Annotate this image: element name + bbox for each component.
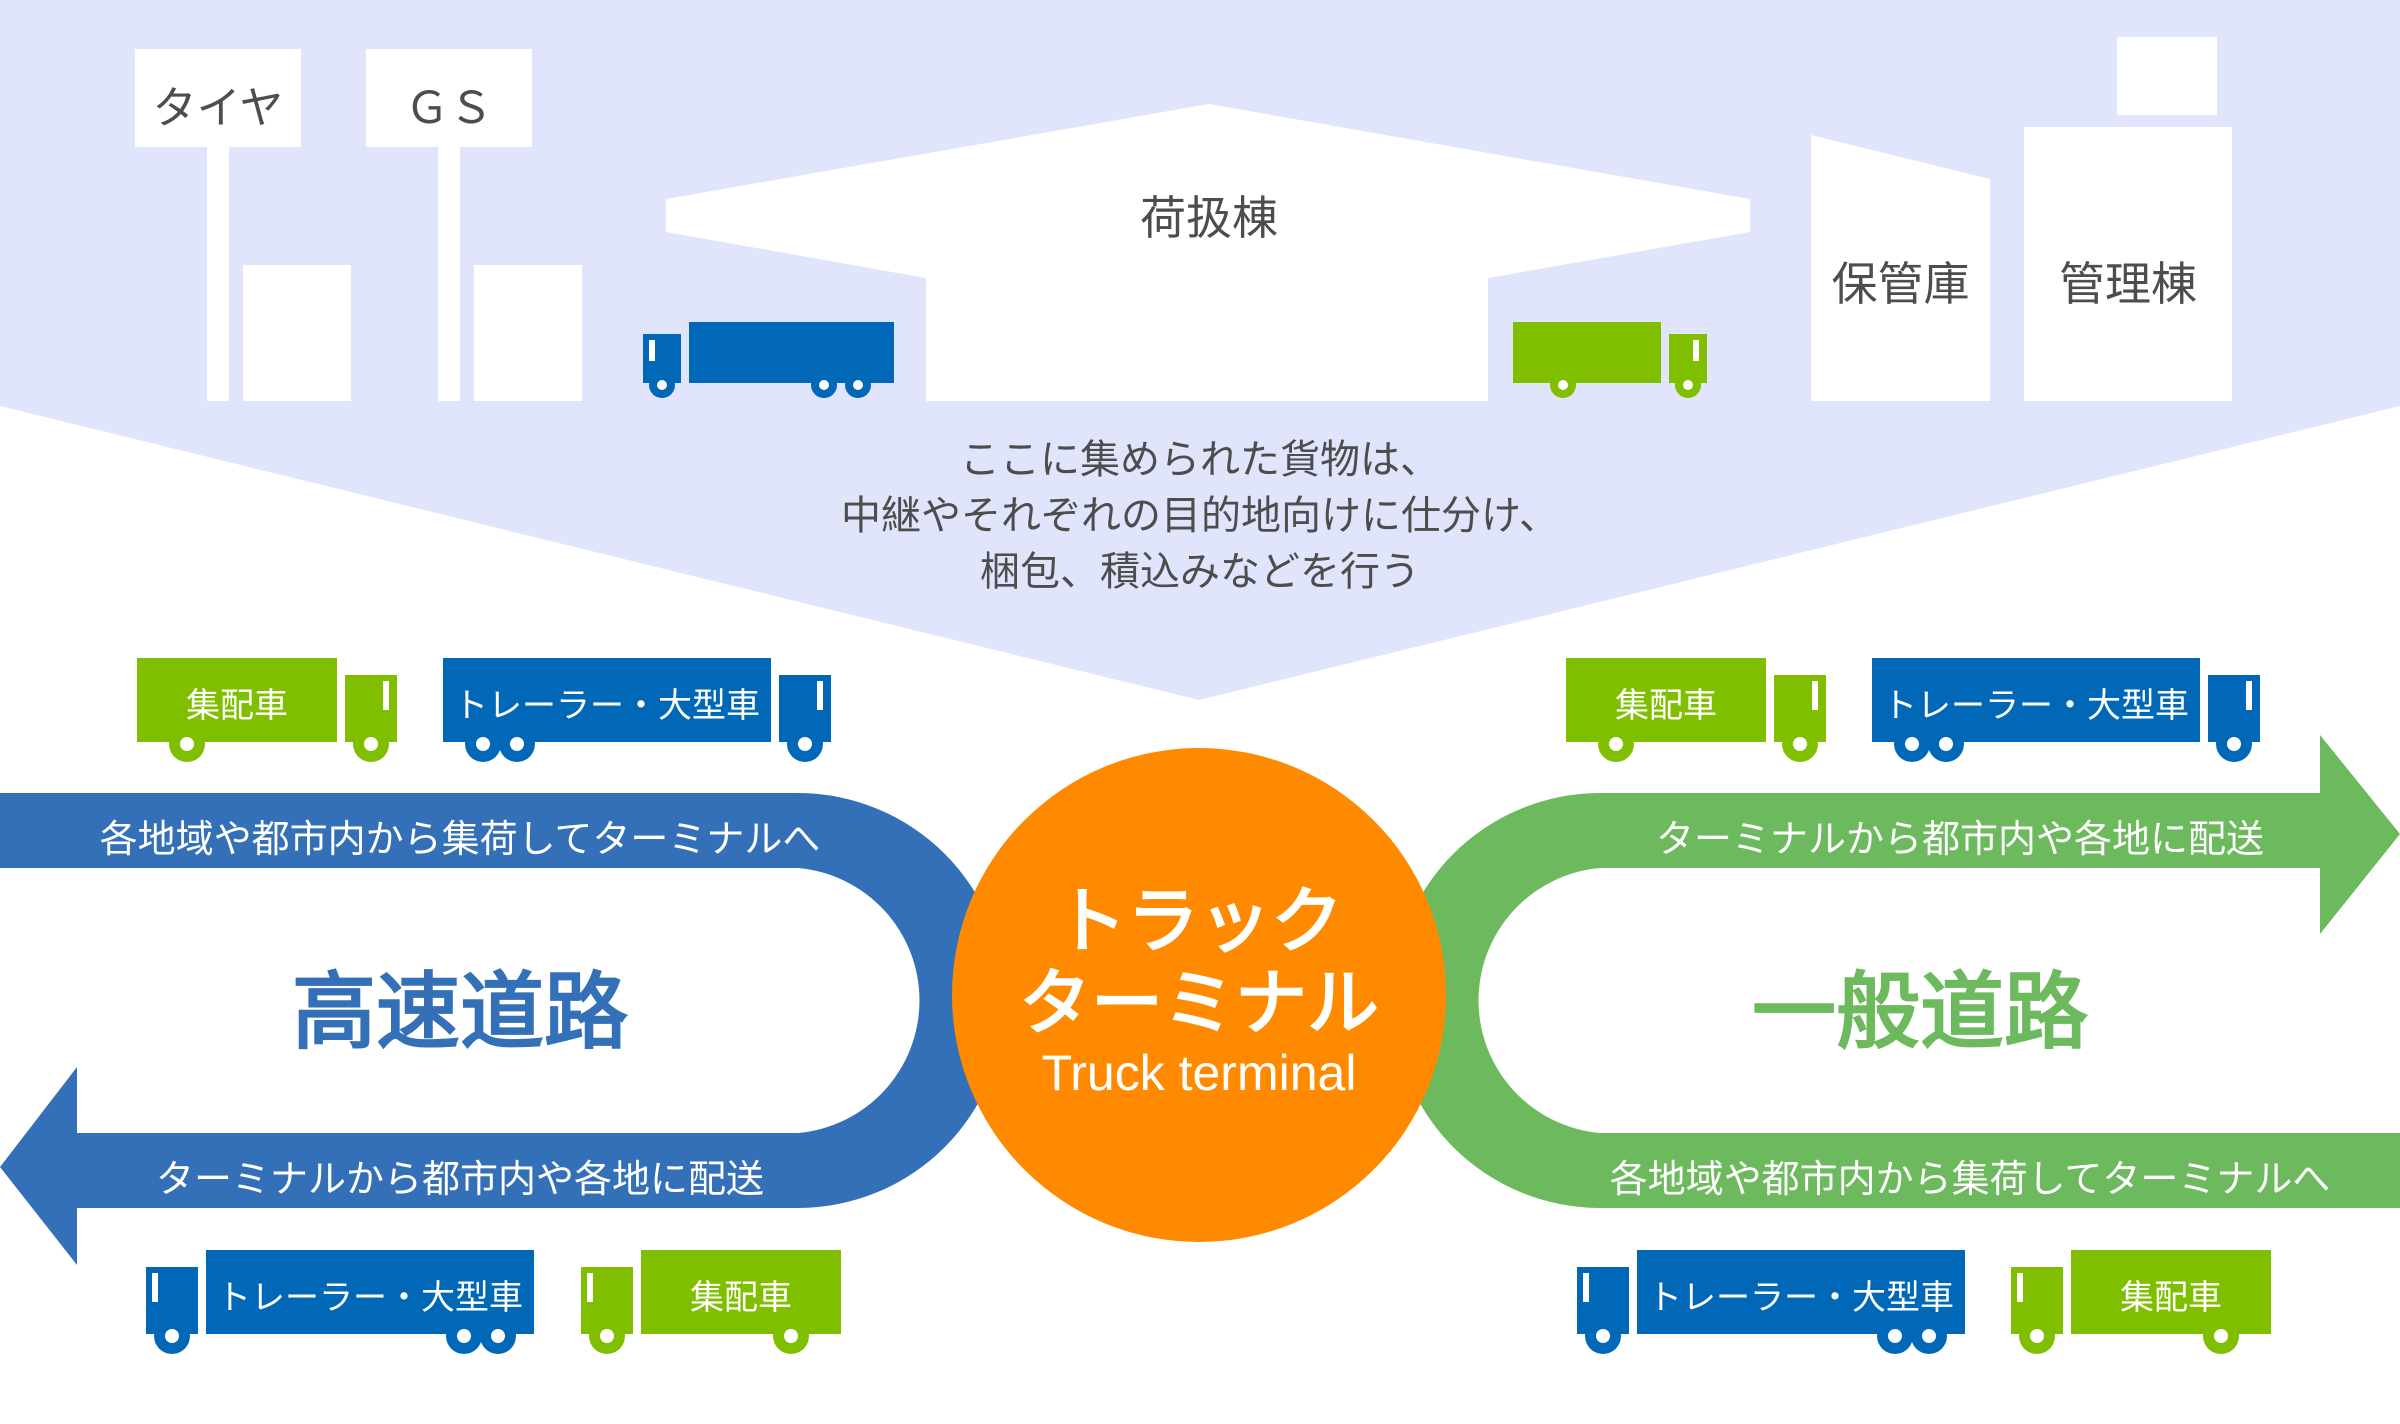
truck-wheel-hub: [180, 737, 194, 751]
legend-trailer-truck-bottom-right: [1577, 1250, 1965, 1354]
terminal-subtitle: Truck terminal: [1041, 1045, 1357, 1101]
truck-wheel-hub: [1905, 737, 1919, 751]
legend-collection-truck-bottom-right: [2011, 1250, 2271, 1354]
truck-wheel-hub: [1922, 1329, 1936, 1343]
truck-cargo: [641, 1250, 841, 1334]
truck-window: [1812, 681, 1818, 710]
truck-cargo: [1637, 1250, 1965, 1334]
description-line-2: 中継やそれぞれの目的地向けに仕分け、: [841, 493, 1559, 539]
truck-wheel-hub: [364, 737, 378, 751]
expressway-inbound-label: 各地域や都市内から集荷してターミナルへ: [99, 817, 821, 861]
description-line-1: ここに集められた貨物は、: [960, 437, 1440, 483]
legend-trailer-truck-top-left: [443, 658, 831, 762]
truck-wheel-hub: [457, 1329, 471, 1343]
truck-wheel-hub: [819, 380, 829, 390]
truck-wheel-hub: [1609, 737, 1623, 751]
truck-window: [587, 1273, 593, 1302]
legend-collection-truck-top-right: [1566, 658, 1826, 762]
legend-trailer-truck-top-right: [1872, 658, 2260, 762]
general-road-inbound-label: 各地域や都市内から集荷してターミナルへ: [1609, 1157, 2331, 1201]
truck-terminal-circle: [952, 748, 1446, 1242]
handling-building: [666, 104, 1750, 401]
legend-bottom-right-collection-label: 集配車: [2120, 1278, 2222, 1318]
truck-window: [817, 681, 823, 710]
terminal-title-line-1: トラック: [1054, 879, 1343, 963]
terminal-label: トラック ターミナル Truck terminal: [952, 880, 1446, 1102]
description-line-3: 梱包、積込みなどを行う: [980, 549, 1420, 595]
truck-window: [649, 340, 655, 361]
truck-wheel-hub: [784, 1329, 798, 1343]
expressway-title: 高速道路: [291, 963, 628, 1061]
management-building-label: 管理棟: [2059, 257, 2197, 311]
legend-top-left-trailer-label: トレーラー・大型車: [454, 686, 760, 726]
legend-collection-truck-top-left: [137, 658, 397, 762]
gs-sign-pole: [438, 147, 460, 401]
truck-cargo: [1872, 658, 2200, 742]
truck-cargo: [206, 1250, 534, 1334]
truck-wheel-hub: [798, 737, 812, 751]
truck-cargo: [1566, 658, 1766, 742]
truck-green-body: [1513, 322, 1707, 398]
truck-wheel-hub: [165, 1329, 179, 1343]
expressway-outbound-label: ターミナルから都市内や各地に配送: [155, 1157, 764, 1201]
general-road-arrow: [1392, 735, 2400, 1208]
legend-trailer-truck-bottom-left: [146, 1250, 534, 1354]
truck-wheel-hub: [2030, 1329, 2044, 1343]
gs-sign-board: [366, 49, 532, 147]
truck-window: [1583, 1273, 1589, 1302]
legend-collection-truck-bottom-left: [581, 1250, 841, 1354]
truck-window: [2017, 1273, 2023, 1302]
tire-sign-label: タイヤ: [152, 83, 284, 134]
general-road-title: 一般道路: [1751, 963, 2088, 1061]
legend-top-right-collection-label: 集配車: [1615, 686, 1717, 726]
truck-wheel-hub: [1888, 1329, 1902, 1343]
gs-sign-label: ＧＳ: [405, 83, 493, 134]
truck-wheel-hub: [1558, 380, 1568, 390]
truck-window: [2246, 681, 2252, 710]
handling-building-label: 荷扱棟: [1140, 191, 1278, 245]
terminal-title-line-2: ターミナル: [1018, 961, 1379, 1045]
legend-bottom-left-trailer-label: トレーラー・大型車: [217, 1278, 523, 1318]
truck-wheel-hub: [1683, 380, 1693, 390]
legend-top-left-collection-label: 集配車: [186, 686, 288, 726]
legend-bottom-right-trailer-label: トレーラー・大型車: [1648, 1278, 1954, 1318]
storage-label: 保管庫: [1831, 257, 1970, 311]
truck-icon-green-docked: [1513, 322, 1707, 398]
truck-wheel-hub: [657, 380, 667, 390]
truck-wheel-hub: [853, 380, 863, 390]
truck-cargo: [2071, 1250, 2271, 1334]
truck-wheel-hub: [491, 1329, 505, 1343]
truck-cargo: [1513, 322, 1661, 383]
legend-bottom-left-collection-label: 集配車: [690, 1278, 792, 1318]
truck-window: [383, 681, 389, 710]
management-building: [2024, 127, 2232, 401]
truck-wheel-hub: [1939, 737, 1953, 751]
truck-wheel-hub: [2227, 737, 2241, 751]
tire-sign-pole: [207, 147, 229, 401]
legend-top-right-trailer-label: トレーラー・大型車: [1883, 686, 2189, 726]
management-rooftop: [2117, 37, 2217, 115]
truck-wheel-hub: [2214, 1329, 2228, 1343]
truck-blue-body: [643, 322, 894, 398]
description-text: ここに集められた貨物は、 中継やそれぞれの目的地向けに仕分け、 梱包、積込みなど…: [700, 432, 1700, 600]
expressway-arrow: [0, 793, 1006, 1265]
storage-building: [1811, 135, 1990, 401]
general-road-outbound-label: ターミナルから都市内や各地に配送: [1655, 817, 2264, 861]
truck-icon-blue-docked: [643, 322, 894, 398]
truck-wheel-hub: [1596, 1329, 1610, 1343]
gs-building: [474, 265, 582, 401]
tire-sign-board: [135, 49, 301, 147]
tire-shop-building: [243, 265, 351, 401]
truck-window: [152, 1273, 158, 1302]
truck-wheel-hub: [510, 737, 524, 751]
truck-wheel-hub: [1793, 737, 1807, 751]
truck-cargo: [443, 658, 771, 742]
truck-wheel-hub: [600, 1329, 614, 1343]
truck-cargo: [137, 658, 337, 742]
truck-window: [1693, 340, 1699, 361]
truck-wheel-hub: [476, 737, 490, 751]
